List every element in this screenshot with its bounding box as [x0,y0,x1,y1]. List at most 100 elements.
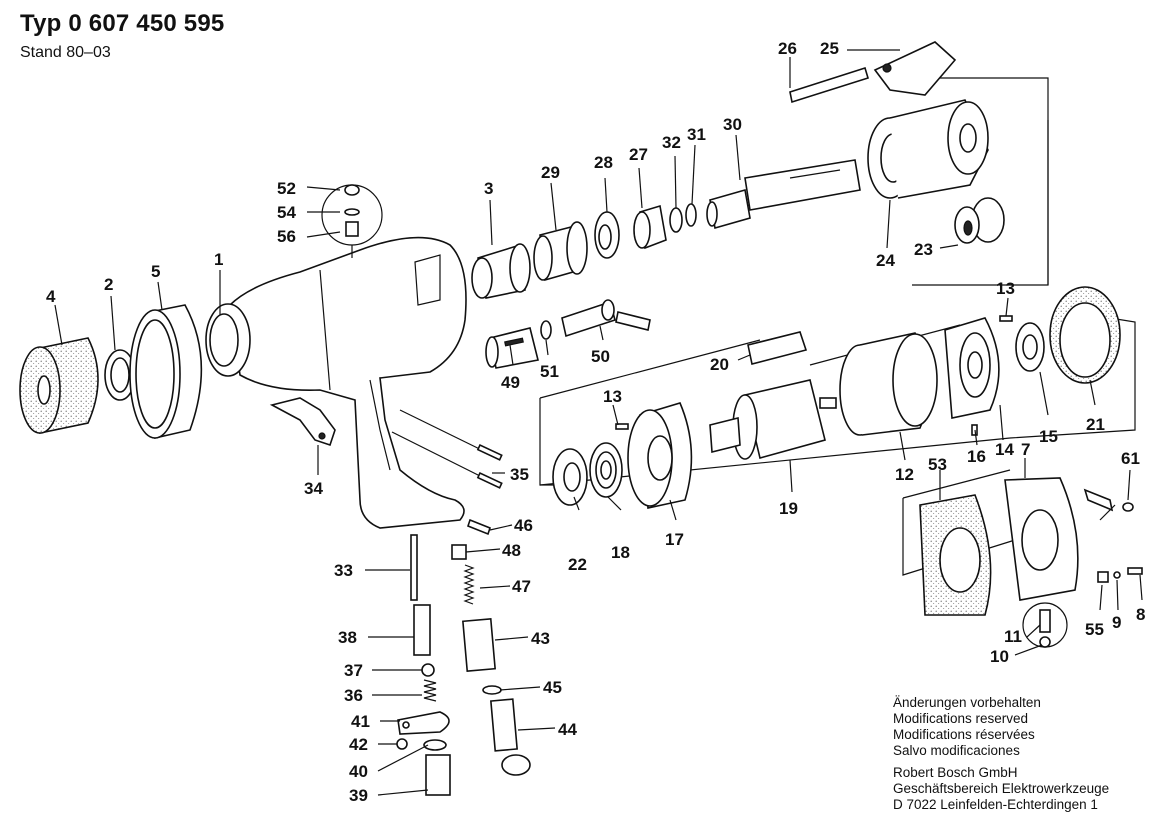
label-part-40: 40 [349,762,368,781]
label-part-13a: 13 [603,387,622,406]
label-part-12: 12 [895,465,914,484]
part-41-plate [397,711,450,735]
part-7-housing-cover [1004,477,1079,601]
page-title: Typ 0 607 450 595 [20,10,225,37]
label-part-14: 14 [995,440,1014,459]
label-part-48: 48 [502,541,521,560]
part-labels: 1 2 5 4 3 29 28 27 32 31 30 26 25 24 23 … [46,39,1145,805]
label-part-13b: 13 [996,279,1015,298]
part-39-fitting [425,754,451,796]
label-part-39: 39 [349,786,368,805]
part-37-ball [421,663,435,677]
label-part-15: 15 [1039,427,1058,446]
part-29-bushing [533,221,588,282]
label-part-9: 9 [1112,613,1121,632]
part-36-spring [423,679,437,702]
part-42-screw [396,738,408,750]
part-25-block [873,41,957,96]
part-5-housing-ring [129,304,203,439]
footer-notes: Änderungen vorbehalten Modifications res… [893,695,1109,813]
label-part-45: 45 [543,678,562,697]
label-part-52: 52 [277,179,296,198]
company-address: D 7022 Leinfelden-Echterdingen 1 [893,797,1098,812]
part-51-ring [540,320,552,340]
label-part-51: 51 [540,362,559,381]
label-part-26: 26 [778,39,797,58]
tool-body [205,236,467,529]
label-part-41: 41 [351,712,370,731]
part-45-ring [482,685,502,695]
label-part-16: 16 [967,447,986,466]
part-20-vane [747,331,808,365]
label-part-47: 47 [512,577,531,596]
part-35-pins [391,409,503,489]
part-32-ring [669,207,683,233]
label-part-36: 36 [344,686,363,705]
company-division: Geschäftsbereich Elektrowerkzeuge [893,781,1110,796]
label-part-43: 43 [531,629,550,648]
part-46-screw [467,518,491,536]
label-part-37: 37 [344,661,363,680]
note-en: Modifications reserved [893,711,1029,726]
label-part-35: 35 [510,465,529,484]
label-part-7: 7 [1021,440,1030,459]
label-part-21: 21 [1086,415,1105,434]
label-part-30: 30 [723,115,742,134]
part-31-ring [685,203,697,227]
part-22-bearing-plate [552,448,588,506]
label-part-29: 29 [541,163,560,182]
label-part-28: 28 [594,153,613,172]
note-fr: Modifications réservées [893,727,1035,742]
label-part-32: 32 [662,133,681,152]
part-33-pin [410,534,418,601]
label-part-33: 33 [334,561,353,580]
label-part-19: 19 [779,499,798,518]
part-48-nut [451,544,467,560]
part-26-pin [789,66,869,104]
label-part-17: 17 [665,530,684,549]
parts-55-9-8 [1097,567,1143,583]
label-part-24: 24 [876,251,895,270]
label-part-10: 10 [990,647,1009,666]
label-part-4: 4 [46,287,56,306]
parts-52-54-56 [321,184,383,258]
label-part-49: 49 [501,373,520,392]
part-30-shaft [706,159,861,230]
label-part-53: 53 [928,455,947,474]
part-4-wheel [19,337,99,434]
label-part-27: 27 [629,145,648,164]
part-18-bearing [589,442,623,498]
part-44-valve [489,698,531,776]
part-23-dog [954,197,1005,244]
label-part-3: 3 [484,179,493,198]
label-part-61: 61 [1121,449,1140,468]
label-part-11: 11 [1004,627,1022,646]
label-part-46: 46 [514,516,533,535]
part-21-gasket [1049,286,1121,384]
part-34-lever [269,397,336,447]
label-part-54: 54 [277,203,296,222]
label-part-38: 38 [338,628,357,647]
label-part-31: 31 [687,125,706,144]
part-2-ring [104,349,136,401]
label-part-1: 1 [214,250,223,269]
label-part-44: 44 [558,720,577,739]
label-part-25: 25 [820,39,839,58]
part-19-rotor [709,379,837,460]
part-14-end-plate [944,317,1000,419]
part-15-bearing [1015,322,1045,372]
label-part-50: 50 [591,347,610,366]
label-part-2: 2 [104,275,113,294]
part-49-sleeve [485,327,539,369]
part-24-cage [867,99,989,199]
group-box-front [893,77,1049,286]
label-part-23: 23 [914,240,933,259]
note-es: Salvo modificaciones [893,743,1020,758]
label-part-55: 55 [1085,620,1104,639]
part-61-screw [1083,488,1134,512]
part-53-gasket [919,494,992,616]
part-27-sleeve [633,204,667,250]
part-43-sleeve [462,618,496,672]
part-50-valve [561,299,651,338]
